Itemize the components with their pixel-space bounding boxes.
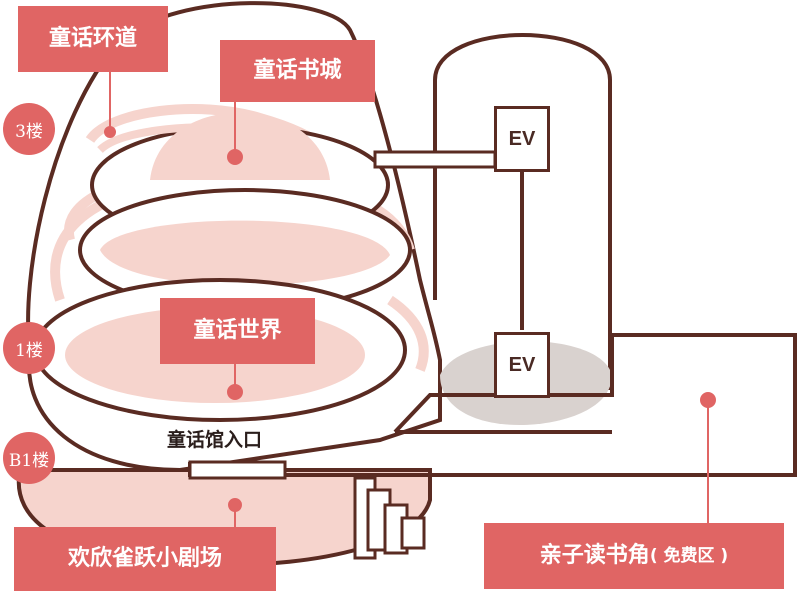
ramp-ribbon — [387, 295, 429, 372]
stairs — [353, 476, 426, 560]
bridge-3f — [373, 150, 497, 169]
label-theater-text: 欢欣雀跃小剧场 — [67, 546, 222, 571]
label-fairy-road[interactable]: 童话环道 — [18, 6, 168, 72]
elevator-lower-text: EV — [508, 353, 536, 376]
floor-marker-1f[interactable]: 1楼 — [3, 322, 55, 374]
label-reading-corner-note: ( 免费区 ) — [649, 545, 729, 566]
label-fairy-bookcity-text: 童话书城 — [253, 58, 342, 83]
pin-fairy-world — [227, 384, 243, 400]
floor-marker-1f-text: 1楼 — [15, 340, 43, 361]
elevator-tube — [433, 33, 612, 390]
floor-marker-3f[interactable]: 3楼 — [3, 103, 55, 155]
ground-walkway — [188, 333, 797, 477]
ramp-ribbon — [97, 123, 231, 154]
floor-marker-3f-text: 3楼 — [15, 121, 43, 142]
pin-fairy-road — [104, 126, 116, 138]
label-fairy-bookcity[interactable]: 童话书城 — [220, 40, 375, 102]
floor-2-fill — [100, 220, 390, 285]
label-fairy-world-text: 童话世界 — [193, 318, 282, 343]
pin-bookcity — [227, 149, 243, 165]
label-reading-corner[interactable]: 亲子读书角 ( 免费区 ) — [484, 523, 784, 589]
label-theater[interactable]: 欢欣雀跃小剧场 — [14, 527, 276, 591]
elevator-upper[interactable]: EV — [494, 106, 550, 172]
pin-reading — [700, 392, 716, 408]
floor-marker-b1-text: B1楼 — [8, 450, 50, 471]
entrance-label-text: 童话馆入口 — [167, 429, 263, 451]
floor-marker-b1[interactable]: B1楼 — [3, 432, 55, 484]
entrance-door — [188, 460, 287, 480]
entrance-label: 童话馆入口 — [163, 425, 267, 452]
elevator-upper-text: EV — [508, 127, 536, 150]
label-fairy-road-text: 童话环道 — [48, 26, 137, 51]
elevator-lower[interactable]: EV — [494, 332, 550, 398]
label-reading-corner-text: 亲子读书角 — [539, 543, 650, 568]
label-fairy-world[interactable]: 童话世界 — [160, 298, 315, 364]
pin-theater — [228, 498, 242, 512]
